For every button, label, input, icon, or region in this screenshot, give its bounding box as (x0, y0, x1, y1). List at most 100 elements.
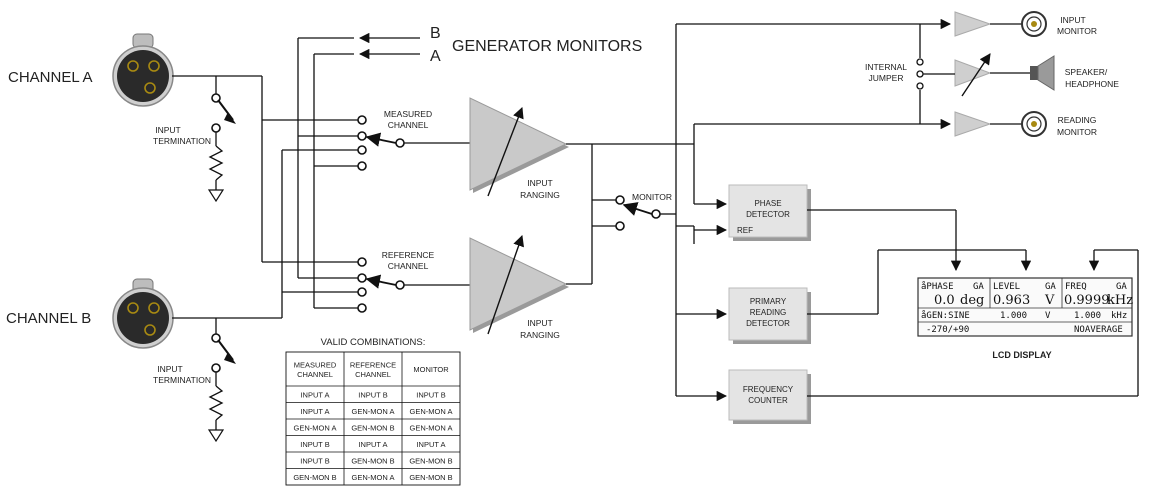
table-cell: INPUT B (300, 456, 329, 465)
reference-input-amplifier (469, 234, 569, 335)
table-cell: GEN-MON B (293, 473, 336, 482)
lcd-gen-level-unit: V (1045, 311, 1051, 321)
internal-jumper (916, 24, 955, 124)
phase-detector-block (728, 184, 811, 241)
reference-channel-label-2: CHANNEL (388, 261, 429, 271)
generator-monitors-label: GENERATOR MONITORS (452, 38, 642, 55)
table-cell: INPUT B (300, 440, 329, 449)
lcd-range: -270/+90 (926, 325, 969, 335)
phase-detector-label-2: DETECTOR (746, 210, 790, 219)
measured-input-amplifier (469, 97, 569, 197)
table-cell: GEN-MON B (351, 423, 394, 432)
speaker-amplifier (954, 53, 1055, 97)
gen-mon-a-label: A (430, 48, 441, 65)
table-cell: INPUT B (358, 390, 387, 399)
measured-channel-selector (357, 115, 470, 171)
channel-b-label: CHANNEL B (6, 310, 91, 327)
lcd-freq-value: 0.9999 (1064, 293, 1110, 308)
detector-routing (675, 18, 952, 402)
valid-combinations-title: VALID COMBINATIONS: (321, 337, 426, 348)
table-cell: INPUT A (300, 390, 329, 399)
phase-detector-ref-label: REF (737, 226, 753, 235)
primary-reading-detector-block (728, 287, 811, 344)
primary-detector-label-1: PRIMARY (750, 297, 787, 306)
channel-a-xlr-connector (112, 33, 174, 107)
measured-channel-label-2: CHANNEL (388, 120, 429, 130)
table-cell: INPUT A (416, 440, 445, 449)
valid-combinations-table: MEASUREDCHANNELREFERENCECHANNELMONITORIN… (285, 351, 461, 486)
table-header-cell: MEASURED (294, 360, 337, 369)
input-monitor-buffer (954, 11, 1047, 37)
speaker-label-1: SPEAKER/ (1065, 67, 1108, 77)
lcd-freq-unit: kHz (1107, 293, 1133, 308)
table-header-cell: CHANNEL (355, 370, 391, 379)
termination-a-label-1: INPUT (155, 125, 181, 135)
lcd-display-caption: LCD DISPLAY (992, 350, 1051, 360)
lcd-average: NOAVERAGE (1074, 325, 1123, 335)
reference-channel-selector (357, 257, 470, 313)
speaker-label-2: HEADPHONE (1065, 79, 1119, 89)
table-cell: GEN-MON A (352, 473, 395, 482)
lcd-freq-ga: GA (1116, 282, 1127, 292)
lcd-phase-ga: GA (973, 282, 984, 292)
lcd-level-value: 0.963 (993, 293, 1030, 308)
input-monitor-label-2: MONITOR (1057, 26, 1097, 36)
primary-detector-label-3: DETECTOR (746, 319, 790, 328)
termination-a-label-2: TERMINATION (153, 136, 211, 146)
table-cell: GEN-MON B (409, 456, 452, 465)
ranging-1-label-2: RANGING (520, 190, 560, 200)
ranging-2-label-2: RANGING (520, 330, 560, 340)
lcd-freq-header: FREQ (1065, 282, 1087, 292)
lcd-gen-line: åGEN:SINE (921, 310, 970, 321)
table-cell: GEN-MON A (294, 423, 337, 432)
lcd-gen-freq: 1.000 (1074, 311, 1101, 321)
channel-a-label: CHANNEL A (8, 69, 92, 86)
channel-a-termination-switch (172, 75, 262, 203)
input-bus-wiring (261, 32, 420, 318)
reference-channel-label-1: REFERENCE (382, 250, 435, 260)
lcd-display (917, 277, 1133, 337)
input-monitor-label-1: INPUT (1060, 15, 1086, 25)
table-cell: INPUT A (300, 407, 329, 416)
phase-detector-label-1: PHASE (754, 199, 781, 208)
lcd-level-ga: GA (1045, 282, 1056, 292)
frequency-counter-label-2: COUNTER (748, 396, 788, 405)
monitor-selector (566, 24, 677, 285)
ranging-1-label-1: INPUT (527, 178, 553, 188)
reading-monitor-label-2: MONITOR (1057, 127, 1097, 137)
gen-mon-b-label: B (430, 25, 441, 42)
frequency-counter-label-1: FREQUENCY (743, 385, 794, 394)
lcd-phase-unit: deg (960, 293, 984, 308)
table-cell: GEN-MON B (409, 473, 452, 482)
internal-jumper-label-1: INTERNAL (865, 62, 907, 72)
termination-b-label-2: TERMINATION (153, 375, 211, 385)
table-cell: GEN-MON B (351, 456, 394, 465)
table-cell: GEN-MON A (410, 407, 453, 416)
lcd-level-unit: V (1044, 293, 1055, 308)
table-cell: GEN-MON A (352, 407, 395, 416)
lcd-gen-level: 1.000 (1000, 311, 1027, 321)
lcd-phase-header: åPHASE (921, 281, 954, 292)
primary-detector-label-2: READING (750, 308, 786, 317)
frequency-counter-block (728, 369, 811, 424)
monitor-switch-label: MONITOR (632, 192, 672, 202)
lcd-gen-freq-unit: kHz (1111, 311, 1127, 321)
internal-jumper-label-2: JUMPER (869, 73, 904, 83)
table-header-cell: CHANNEL (297, 370, 333, 379)
table-cell: INPUT A (358, 440, 387, 449)
table-cell: GEN-MON A (410, 423, 453, 432)
table-header-cell: MONITOR (413, 365, 449, 374)
ranging-2-label-1: INPUT (527, 318, 553, 328)
lcd-wiring (807, 209, 1139, 397)
table-header-cell: REFERENCE (350, 360, 396, 369)
lcd-level-header: LEVEL (993, 282, 1020, 292)
measured-channel-label-1: MEASURED (384, 109, 432, 119)
reading-monitor-buffer (954, 111, 1047, 137)
reading-monitor-label-1: READING (1058, 115, 1097, 125)
channel-b-xlr-connector (112, 278, 174, 349)
termination-b-label-1: INPUT (157, 364, 183, 374)
channel-b-termination-switch (172, 317, 282, 443)
lcd-phase-value: 0.0 (934, 293, 955, 308)
table-cell: INPUT B (416, 390, 445, 399)
